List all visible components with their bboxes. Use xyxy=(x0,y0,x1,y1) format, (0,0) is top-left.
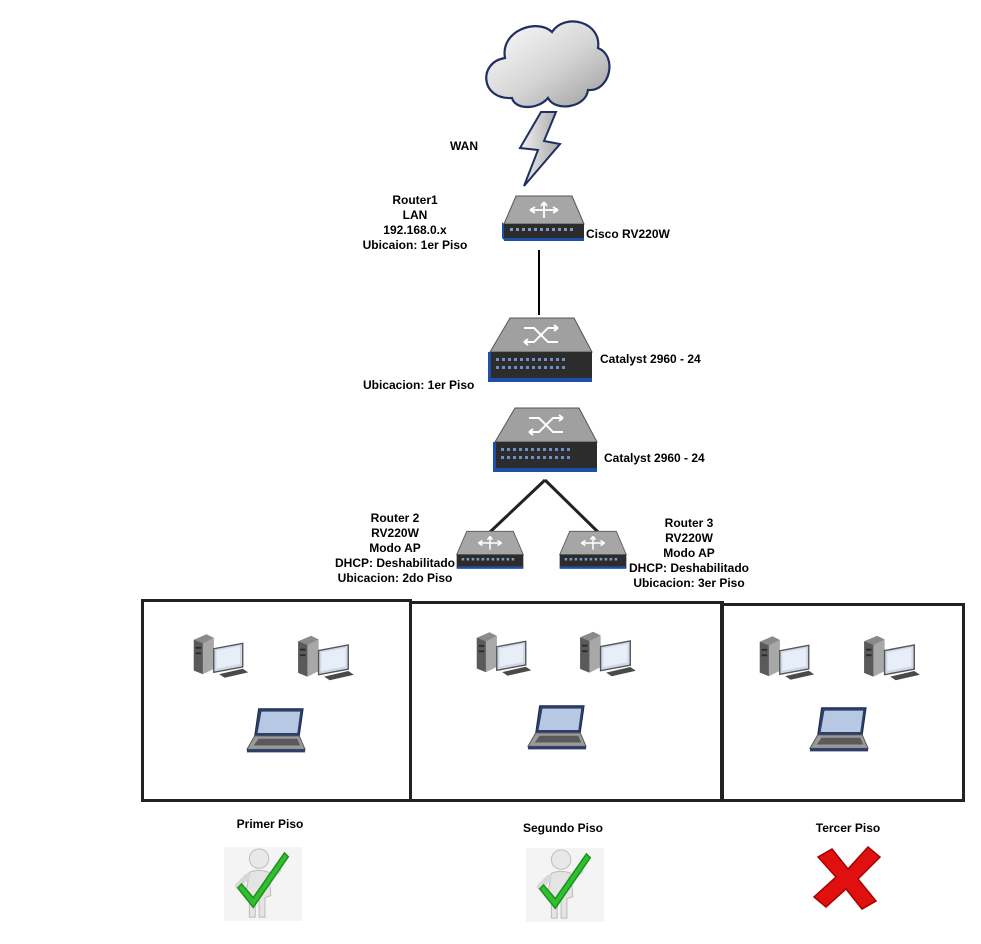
laptop-icon xyxy=(526,703,588,753)
desktop-computer-icon xyxy=(758,630,816,686)
laptop-icon xyxy=(245,706,307,756)
router2-name: Router 2 xyxy=(370,511,420,525)
switch2-model: Catalyst 2960 - 24 xyxy=(604,451,705,465)
checkmark-person-icon xyxy=(223,847,303,921)
router1-name: Router1 xyxy=(392,193,438,207)
router1-network: LAN xyxy=(402,208,428,222)
router3-icon xyxy=(559,530,627,569)
desktop-computer-icon xyxy=(578,628,638,680)
router3-location: Ubicacion: 3er Piso xyxy=(633,576,745,590)
switch2-icon xyxy=(493,407,598,472)
router1-subnet: 192.168.0.x xyxy=(383,223,447,237)
floor-1-label: Primer Piso xyxy=(236,817,304,831)
router2-location: Ubicacion: 2do Piso xyxy=(337,571,453,585)
router2-model: RV220W xyxy=(371,526,419,540)
floor-2-label: Segundo Piso xyxy=(522,821,603,835)
link-switch2-router2 xyxy=(488,478,547,534)
router1-info: Router1 LAN 192.168.0.x Ubicaion: 1er Pi… xyxy=(355,193,475,253)
desktop-computer-icon xyxy=(296,632,356,684)
switch1-model: Catalyst 2960 - 24 xyxy=(600,352,701,366)
router1-icon xyxy=(502,195,585,241)
switch-location: Ubicacion: 1er Piso xyxy=(363,378,475,392)
laptop-icon xyxy=(808,705,870,755)
checkmark-person-icon xyxy=(525,848,605,922)
link-switch2-router3 xyxy=(543,478,600,534)
floor-box-3 xyxy=(720,603,965,802)
router2-dhcp: DHCP: Deshabilitado xyxy=(334,556,455,570)
switch1-icon xyxy=(488,317,593,382)
floor-3-label: Tercer Piso xyxy=(815,821,881,835)
router3-name: Router 3 xyxy=(664,516,714,530)
router1-location: Ubicaion: 1er Piso xyxy=(362,238,468,252)
desktop-computer-icon xyxy=(475,626,533,682)
router2-mode: Modo AP xyxy=(369,541,421,555)
router1-model: Cisco RV220W xyxy=(586,227,670,241)
router3-model: RV220W xyxy=(665,531,713,545)
router2-info: Router 2 RV220W Modo AP DHCP: Deshabilit… xyxy=(330,511,460,586)
cloud-icon xyxy=(485,20,611,109)
floor-box-2 xyxy=(409,601,724,802)
router3-info: Router 3 RV220W Modo AP DHCP: Deshabilit… xyxy=(624,516,754,591)
router3-mode: Modo AP xyxy=(663,546,715,560)
router2-icon xyxy=(456,530,524,569)
wan-label: WAN xyxy=(450,139,478,153)
lightning-bolt-icon xyxy=(518,111,562,187)
floor-box-1 xyxy=(141,599,412,802)
red-x-icon xyxy=(812,845,882,910)
desktop-computer-icon xyxy=(862,632,922,684)
desktop-computer-icon xyxy=(192,628,250,684)
router3-dhcp: DHCP: Deshabilitado xyxy=(628,561,749,575)
